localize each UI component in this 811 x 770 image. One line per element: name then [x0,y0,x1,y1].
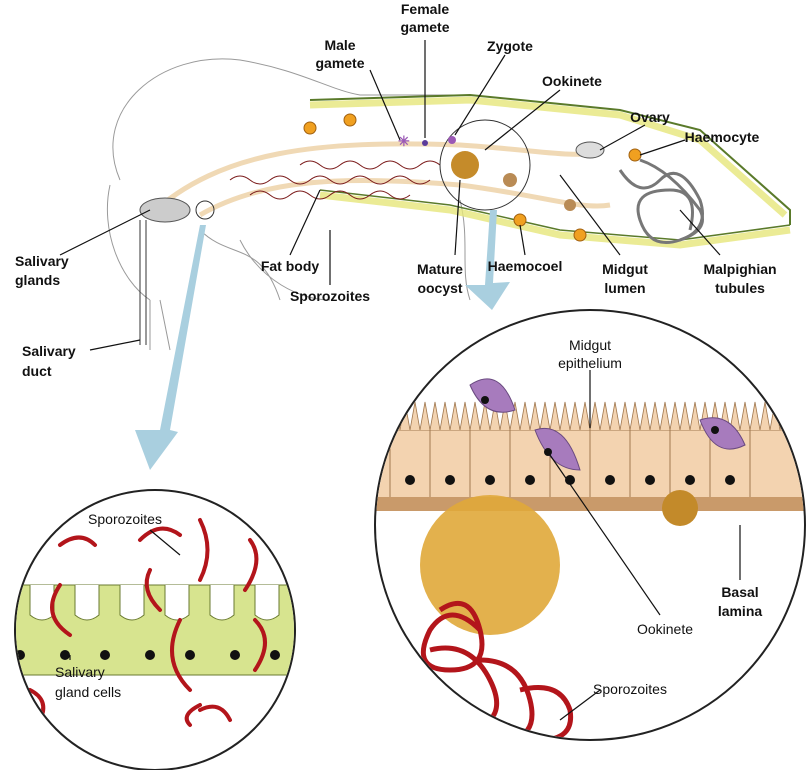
salivary-gland [139,197,191,223]
male-gamete-icon: ✳ [398,133,410,149]
inset-arrow-left [135,225,206,470]
label-ovary: Ovary [630,109,670,125]
malpighian-tubules [618,158,704,244]
label-haemocyte: Haemocyte [685,129,760,145]
inset-arrow-right [465,210,510,310]
zygote-icon [448,136,456,144]
ookinetes-inset [469,378,746,471]
female-gamete-icon [422,140,428,146]
mature-oocyst [451,151,479,179]
sporozoites-cloud [229,160,441,200]
haemocytes [303,113,642,242]
oocyst-inset [420,495,560,635]
label-ookinete-inset: Ookinete [637,621,693,637]
label-ookinete-top: Ookinete [542,73,602,89]
ovary [575,141,605,159]
label-sporozoites-inset-left: Sporozoites [88,511,162,527]
label-fat-body: Fat body [261,258,320,274]
body-wall-bottom [319,191,791,249]
ookinete-zoom-circle [439,119,531,211]
fat-body-top [309,96,788,218]
label-sporozoites-inset-right: Sporozoites [593,681,667,697]
midgut-tube [148,141,602,217]
body-wall-top [309,93,791,225]
label-sporozoites-top: Sporozoites [290,288,370,304]
salivary-gland-inset [14,489,296,770]
label-haemocoel: Haemocoel [488,258,563,274]
leader-lines [59,40,741,721]
midgut-inset [374,309,806,741]
label-zygote: Zygote [487,38,533,54]
salivary-duct-line [139,220,147,345]
